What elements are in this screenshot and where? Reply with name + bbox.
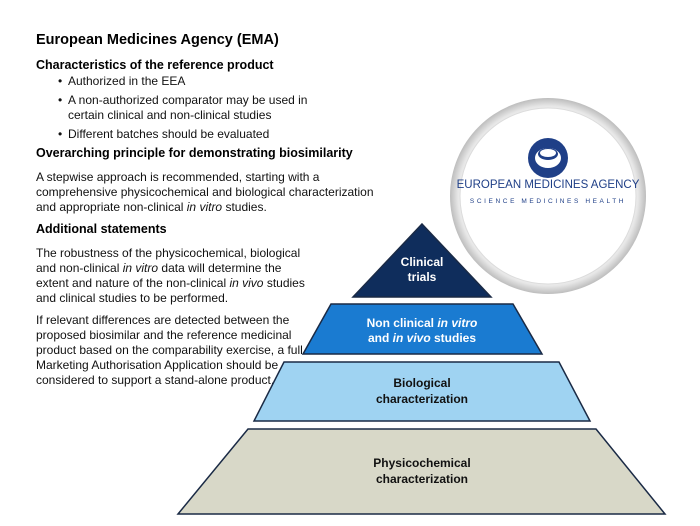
pyramid-level-nonclinical-studies [301,303,544,355]
biological-label-2: characterization [376,392,468,406]
list-item: A non-authorized comparator may be used … [56,93,316,123]
pyramid-level-physicochemical [176,428,667,515]
physicochemical-label-2: characterization [376,472,468,486]
biological-label-1: Biological [393,376,450,390]
clinical-trials-label-2: trials [408,270,437,284]
pyramid-level-biological [252,361,592,422]
ema-logo: EUROPEAN MEDICINES AGENCY SCIENCE MEDICI… [448,96,648,296]
additional-statements-heading: Additional statements [36,222,167,236]
page-title: European Medicines Agency (EMA) [36,32,279,48]
nonclinical-label-2: and in vivo studies [368,331,476,345]
reference-product-heading: Characteristics of the reference product [36,58,274,72]
additional-statements-paragraph-1: The robustness of the physicochemical, b… [36,246,305,305]
overarching-principle-heading: Overarching principle for demonstrating … [36,146,353,160]
additional-statements-paragraph-2: If relevant differences are detected bet… [36,313,303,387]
ema-logo-name: EUROPEAN MEDICINES AGENCY [457,179,640,191]
list-item: Different batches should be evaluated [56,127,316,142]
clinical-trials-label-1: Clinical [401,255,444,269]
nonclinical-label-1: Non clinical in vitro [367,316,478,330]
overarching-principle-text: A stepwise approach is recommended, star… [36,170,374,214]
ema-emblem-icon [528,138,568,178]
physicochemical-label-1: Physicochemical [373,456,470,470]
ema-logo-tagline: SCIENCE MEDICINES HEALTH [470,198,626,205]
pyramid-level-clinical-trials [351,222,493,298]
list-item: Authorized in the EEA [56,74,316,89]
reference-product-list: Authorized in the EEA A non-authorized c… [56,74,316,146]
